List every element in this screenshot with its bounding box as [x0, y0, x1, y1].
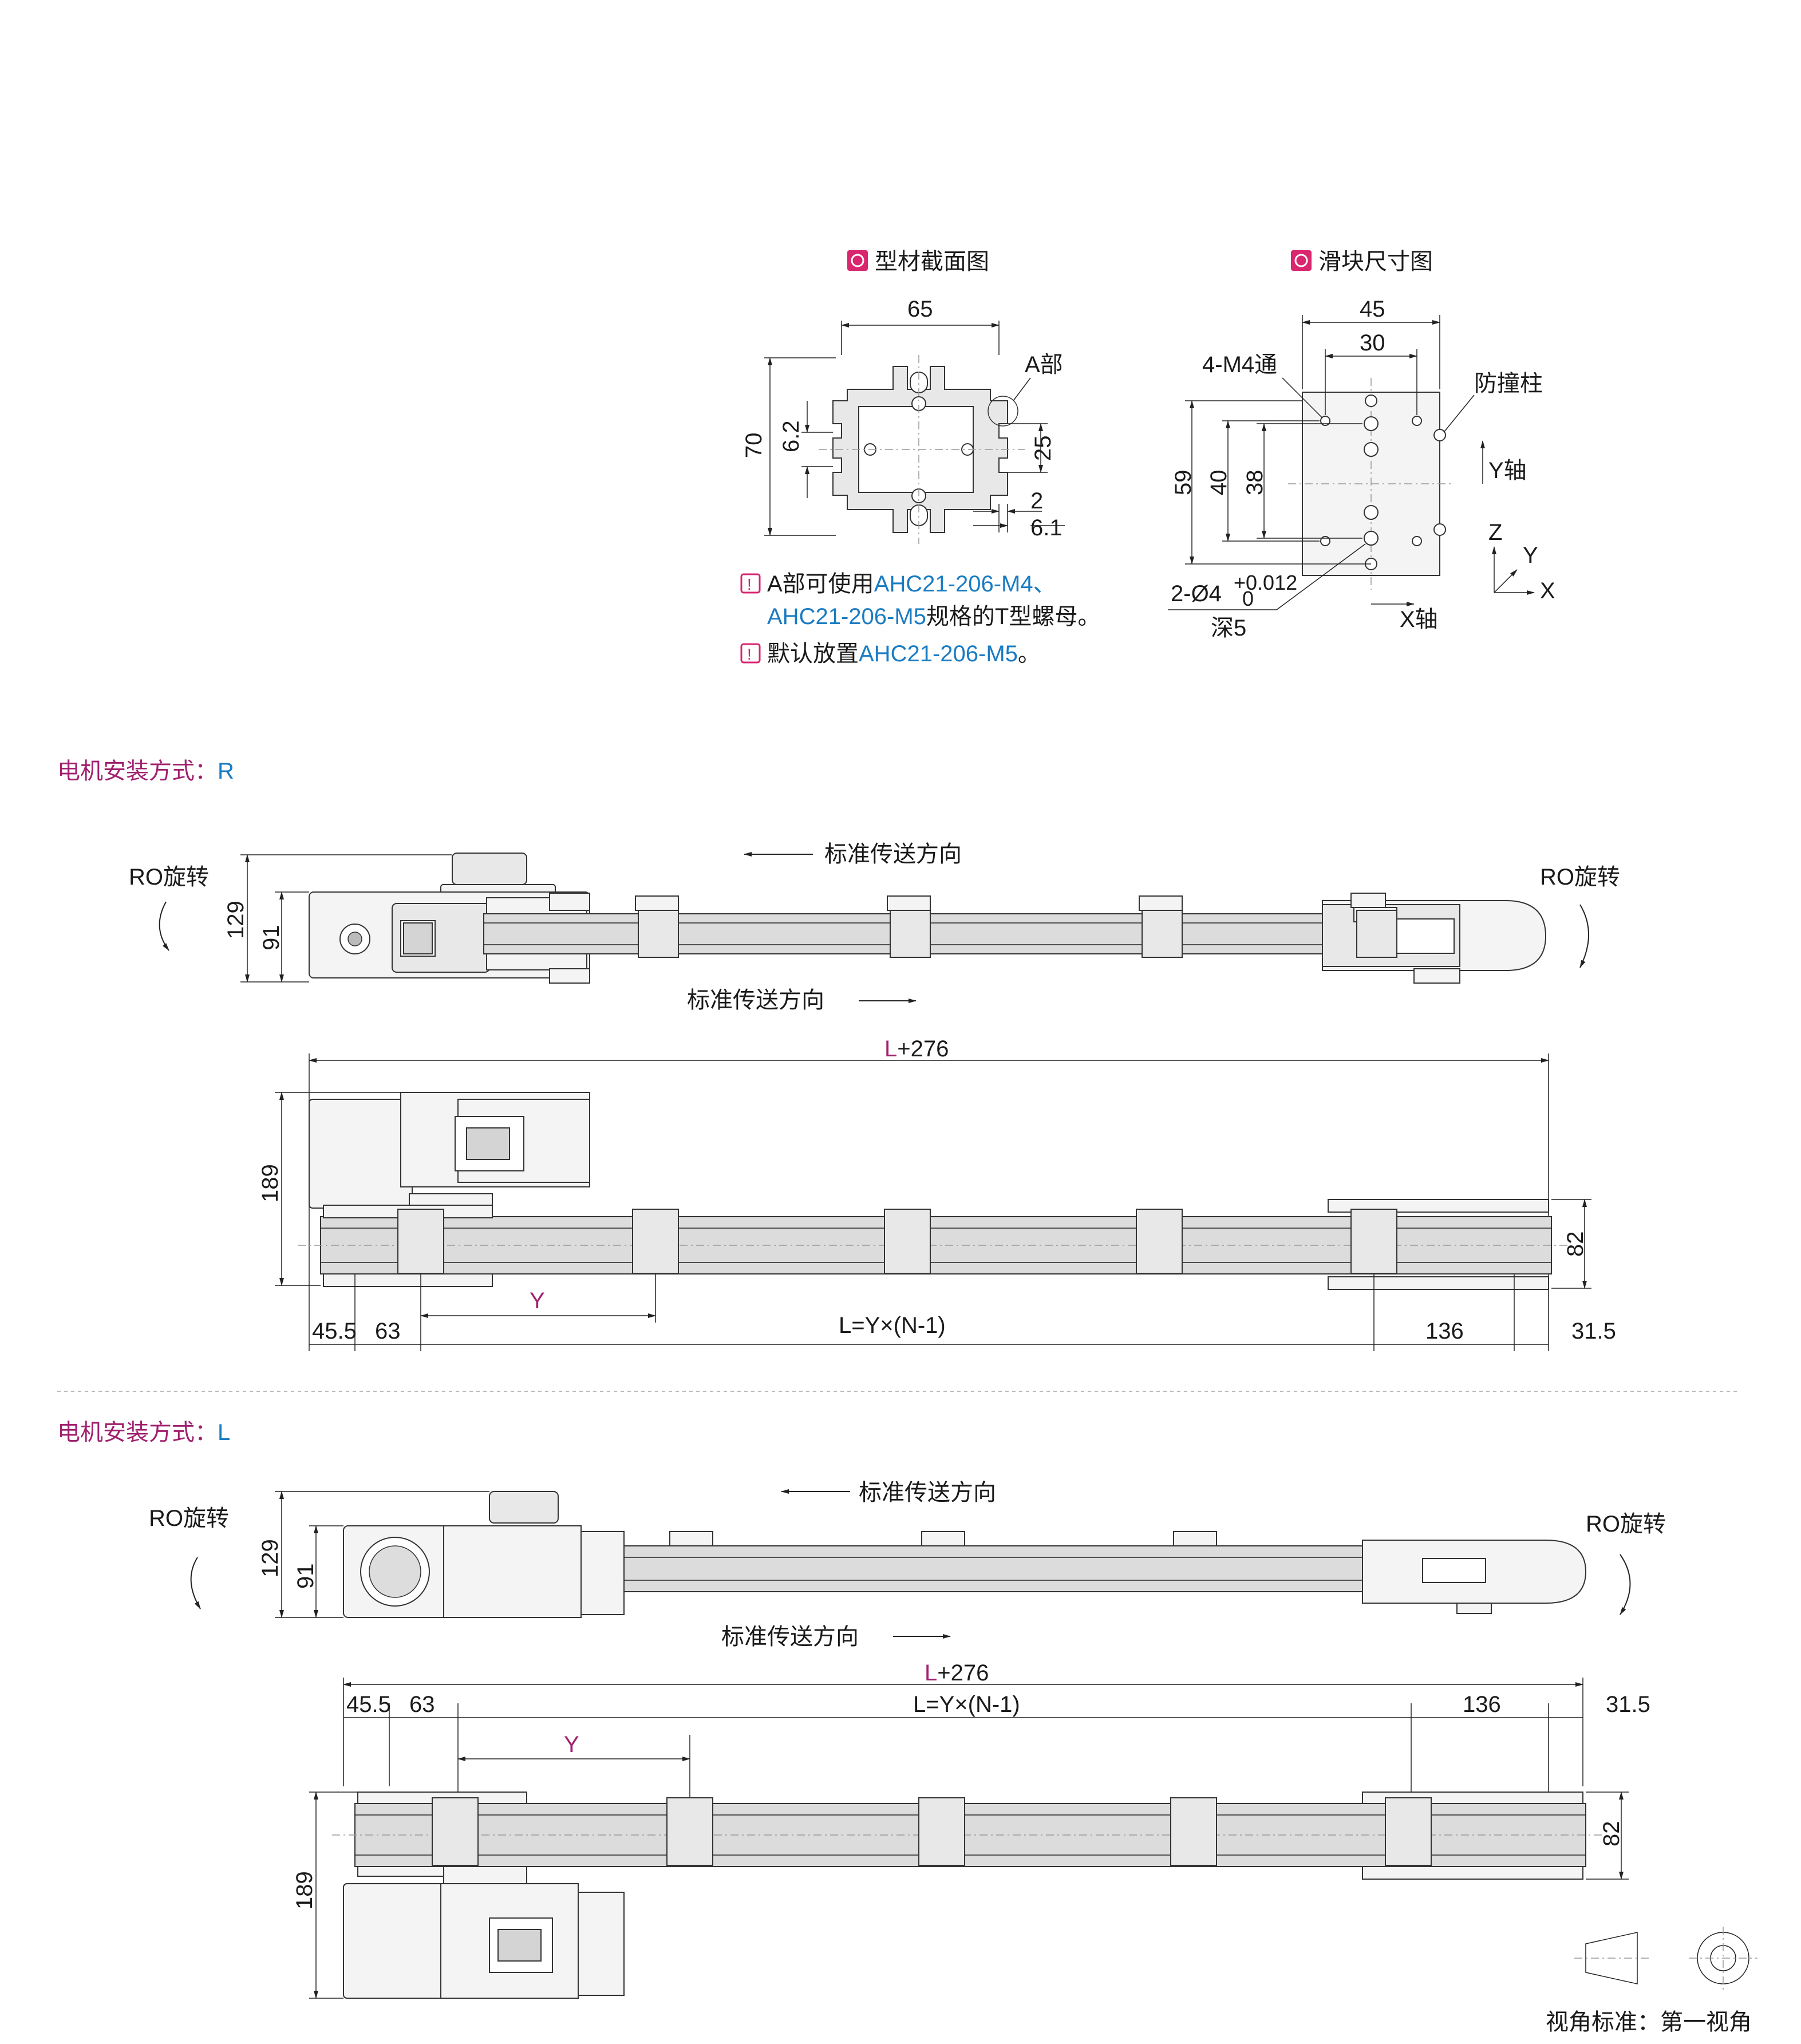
svg-text:RO旋转: RO旋转 [149, 1506, 229, 1531]
svg-text:Z: Z [1488, 520, 1502, 545]
svg-text:6.2: 6.2 [779, 420, 804, 452]
svg-text:38: 38 [1242, 470, 1267, 496]
svg-text:4-M4通: 4-M4通 [1202, 352, 1277, 377]
profile-cross-section [819, 355, 1025, 544]
truncated-cone-icon [1585, 1932, 1638, 1984]
svg-text:40: 40 [1206, 470, 1231, 496]
svg-text:!: ! [747, 575, 752, 593]
svg-text:L=Y×(N-1): L=Y×(N-1) [839, 1313, 946, 1338]
carriers-l [669, 1531, 1492, 1614]
svg-text:31.5: 31.5 [1571, 1319, 1616, 1344]
svg-text:63: 63 [409, 1692, 435, 1717]
svg-text:X轴: X轴 [1400, 607, 1438, 632]
section-label-l: 电机安装方式：L [57, 1420, 230, 1445]
svg-text:RO旋转: RO旋转 [1586, 1512, 1666, 1537]
conveyor-l-top-view: L+276 45.5 63 L=Y×(N-1) 136 31.5 Y [292, 1660, 1650, 1999]
svg-text:2-Ø4: 2-Ø4 [1171, 581, 1222, 606]
svg-text:136: 136 [1425, 1319, 1464, 1344]
carriers-r [635, 895, 1397, 958]
carriers-l-top [432, 1797, 1432, 1866]
profile-title: 型材截面图 [847, 249, 989, 274]
svg-text:A部可使用AHC21-206-M4、: A部可使用AHC21-206-M4、 [767, 571, 1056, 597]
svg-text:!: ! [747, 645, 752, 663]
svg-text:RO旋转: RO旋转 [129, 865, 209, 890]
svg-text:65: 65 [907, 297, 933, 322]
warning-icon [740, 643, 761, 664]
svg-text:L=Y×(N-1): L=Y×(N-1) [913, 1692, 1020, 1717]
svg-text:滑块尺寸图: 滑块尺寸图 [1318, 249, 1433, 274]
svg-text:型材截面图: 型材截面图 [875, 249, 989, 274]
bullet-icon [847, 250, 868, 271]
svg-text:防撞柱: 防撞柱 [1474, 371, 1543, 396]
motor-body [309, 1099, 413, 1209]
svg-text:82: 82 [1563, 1232, 1588, 1257]
axis-triad: Z Y X [1488, 520, 1555, 603]
slider-section: 滑块尺寸图 45 30 59 40 38 4 [1168, 249, 1555, 641]
svg-text:L+276: L+276 [884, 1036, 949, 1062]
conveyor-r-top-view: L+276 189 82 Y [258, 1036, 1616, 1351]
profile-notes: ! A部可使用AHC21-206-M4、 AHC21-206-M5规格的T型螺母… [740, 571, 1100, 666]
svg-text:45: 45 [1360, 297, 1385, 322]
svg-text:91: 91 [293, 1564, 318, 1589]
svg-text:RO旋转: RO旋转 [1540, 865, 1620, 890]
section-label-r: 电机安装方式：R [57, 759, 234, 784]
svg-text:+0.012: +0.012 [1234, 571, 1297, 594]
svg-text:82: 82 [1599, 1821, 1624, 1847]
svg-text:视角标准：第一视角: 视角标准：第一视角 [1546, 2010, 1752, 2035]
svg-text:45.5: 45.5 [346, 1692, 391, 1717]
motor-encoder [452, 853, 527, 885]
projection-symbol: 视角标准：第一视角 [1546, 1927, 1757, 2035]
conveyor-r-side-view: RO旋转 RO旋转 标准传送方向 标准传送方向 [129, 842, 1620, 1013]
bullet-icon [1291, 250, 1312, 271]
svg-text:30: 30 [1360, 330, 1385, 356]
svg-text:136: 136 [1463, 1692, 1501, 1717]
svg-text:默认放置AHC21-206-M5。: 默认放置AHC21-206-M5。 [767, 641, 1041, 666]
profile-section: 型材截面图 65 70 [741, 249, 1065, 544]
svg-text:63: 63 [375, 1319, 401, 1344]
svg-text:Y: Y [1523, 543, 1538, 568]
svg-text:标准传送方向: 标准传送方向 [687, 988, 824, 1013]
svg-text:标准传送方向: 标准传送方向 [859, 1480, 996, 1505]
svg-text:70: 70 [741, 433, 767, 459]
svg-text:25: 25 [1030, 436, 1056, 461]
svg-text:59: 59 [1171, 470, 1196, 496]
conveyor-l-side-view: RO旋转 RO旋转 标准传送方向 标准传送方向 129 91 [149, 1480, 1666, 1650]
svg-text:2: 2 [1030, 488, 1043, 514]
svg-text:标准传送方向: 标准传送方向 [721, 1624, 859, 1650]
svg-text:189: 189 [292, 1871, 317, 1909]
warning-icon [740, 573, 761, 594]
svg-text:AHC21-206-M5规格的T型螺母。: AHC21-206-M5规格的T型螺母。 [767, 604, 1100, 629]
svg-text:129: 129 [223, 901, 248, 939]
svg-text:Y: Y [530, 1288, 545, 1313]
profile-dims: 65 70 6.2 25 2 6.1 A部 [741, 297, 1065, 540]
svg-text:129: 129 [258, 1539, 283, 1577]
carriers-r-top [397, 1209, 1397, 1274]
svg-text:Y: Y [564, 1732, 579, 1757]
svg-text:深5: 深5 [1211, 615, 1246, 641]
svg-text:L+276: L+276 [925, 1660, 989, 1686]
svg-text:91: 91 [259, 925, 284, 951]
svg-text:31.5: 31.5 [1606, 1692, 1650, 1717]
svg-text:45.5: 45.5 [312, 1319, 357, 1344]
svg-text:6.1: 6.1 [1030, 515, 1063, 540]
svg-text:标准传送方向: 标准传送方向 [824, 842, 962, 867]
svg-text:X: X [1540, 578, 1555, 603]
svg-text:0: 0 [1242, 587, 1254, 610]
svg-text:A部: A部 [1025, 352, 1063, 377]
svg-text:Y轴: Y轴 [1488, 458, 1527, 483]
svg-text:189: 189 [258, 1164, 283, 1202]
